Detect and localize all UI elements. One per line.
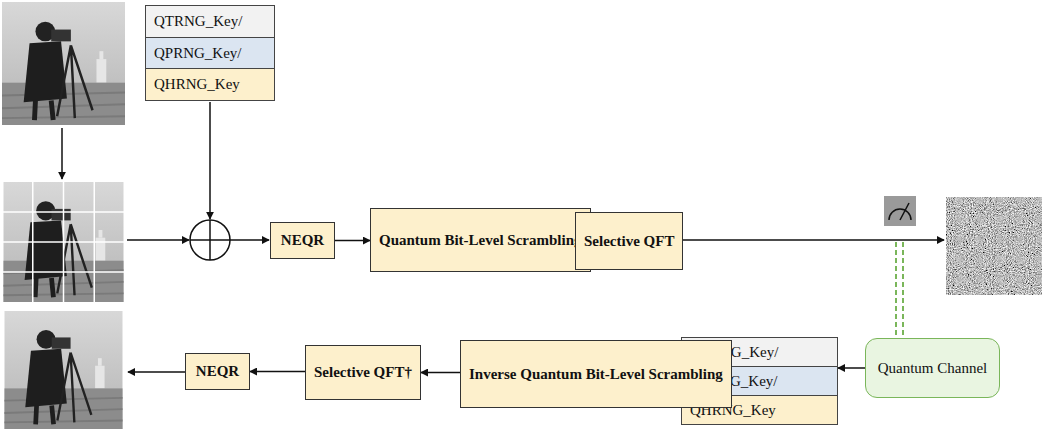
cameraman-photo xyxy=(2,2,125,125)
cipher-image xyxy=(946,197,1042,295)
measurement-symbol xyxy=(884,196,916,226)
process-box: Inverse Quantum Bit-Level Scrambling xyxy=(460,340,732,408)
xor-symbol xyxy=(190,220,230,260)
arrow-to-cipher xyxy=(682,239,944,241)
flow-arrow xyxy=(335,240,370,242)
box-label: NEQR xyxy=(194,362,241,381)
box-label: Selective QFT xyxy=(584,232,674,251)
process-box: Selective QFT† xyxy=(305,345,421,400)
box-label: Selective QFT† xyxy=(314,363,412,382)
process-box: Quantum Bit-Level Scrambling xyxy=(370,208,591,272)
flow-arrow xyxy=(250,371,305,373)
channel-box: Quantum Channel xyxy=(865,338,1000,398)
block-grid xyxy=(2,182,125,302)
arrow-to-output xyxy=(128,371,185,373)
decrypted-photo xyxy=(5,311,123,429)
box-label: Quantum Channel xyxy=(876,359,989,378)
box-label: Quantum Bit-Level Scrambling xyxy=(379,231,582,250)
key-label: QPRNG_Key/ xyxy=(146,38,274,70)
key-label: QHRNG_Key xyxy=(146,69,274,100)
key-label: QTRNG_Key/ xyxy=(146,6,274,38)
box-label: Inverse Quantum Bit-Level Scrambling xyxy=(469,365,723,384)
key-arrow xyxy=(209,102,211,219)
process-box: NEQR xyxy=(185,353,250,390)
flow-arrow xyxy=(421,372,460,374)
flow-arrow xyxy=(838,367,865,369)
arrow-to-neqr xyxy=(230,239,269,241)
process-box: Selective QFT xyxy=(575,212,683,270)
process-box: NEQR xyxy=(270,222,335,259)
arrow-to-xor xyxy=(127,239,189,241)
box-label: NEQR xyxy=(279,231,326,250)
key-table: QTRNG_Key/QPRNG_Key/QHRNG_Key xyxy=(145,5,275,101)
arrow-down xyxy=(61,128,63,179)
quantum-link xyxy=(896,242,903,337)
